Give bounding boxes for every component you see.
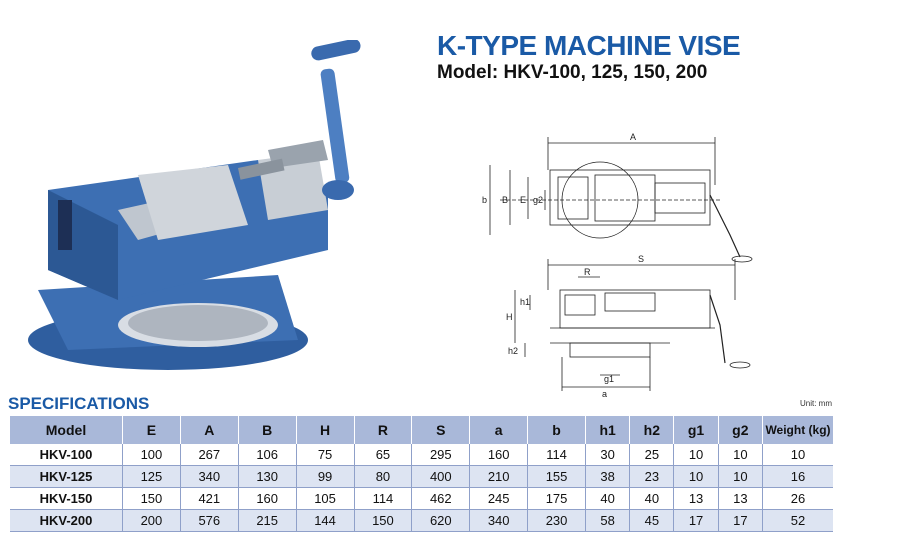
column-header: a <box>469 416 528 444</box>
column-header: S <box>411 416 470 444</box>
table-cell: 125 <box>122 465 181 488</box>
table-row: HKV-200 200 576 215 144 150 620 340 230 … <box>10 509 833 532</box>
table-cell: 45 <box>629 509 674 532</box>
table-cell: 10 <box>717 444 763 466</box>
dim-label-a: a <box>602 389 607 399</box>
specifications-table: Model E A B H R S a b h1 h2 g1 g2 Weight… <box>10 416 833 532</box>
table-cell: 100 <box>122 444 181 466</box>
table-cell: 175 <box>527 487 586 510</box>
column-header: Weight (kg) <box>762 416 833 444</box>
unit-note: Unit: mm <box>800 399 832 408</box>
table-cell: 17 <box>717 509 763 532</box>
dim-label-b: b <box>482 195 487 205</box>
table-cell: 10 <box>673 444 719 466</box>
table-cell: HKV-125 <box>10 465 123 488</box>
table-cell: HKV-200 <box>10 509 123 532</box>
dim-label-E: E <box>520 195 526 205</box>
table-cell: 150 <box>353 509 412 532</box>
table-cell: 106 <box>237 444 297 466</box>
table-cell: 38 <box>584 465 630 488</box>
table-row: HKV-150 150 421 160 105 114 462 245 175 … <box>10 487 833 510</box>
column-header: b <box>527 416 586 444</box>
table-cell: 10 <box>762 444 833 466</box>
dim-label-g2: g2 <box>533 195 543 205</box>
table-cell: HKV-150 <box>10 487 123 510</box>
table-cell: 23 <box>629 465 674 488</box>
table-cell: 25 <box>629 444 674 466</box>
column-header: E <box>122 416 181 444</box>
dim-label-h2: h2 <box>508 346 518 356</box>
table-cell: 215 <box>237 509 297 532</box>
table-cell: 58 <box>584 509 630 532</box>
column-header: g1 <box>673 416 719 444</box>
table-cell: 160 <box>469 444 528 466</box>
table-cell: 245 <box>469 487 528 510</box>
table-cell: 200 <box>122 509 181 532</box>
column-header: B <box>237 416 297 444</box>
table-cell: 52 <box>762 509 833 532</box>
table-cell: 295 <box>411 444 470 466</box>
column-header: g2 <box>717 416 763 444</box>
product-title: K-TYPE MACHINE VISE <box>437 30 741 61</box>
table-cell: 30 <box>584 444 630 466</box>
table-cell: 230 <box>527 509 586 532</box>
table-cell: 13 <box>717 487 763 510</box>
table-cell: 10 <box>717 465 763 488</box>
table-cell: 144 <box>295 509 354 532</box>
table-cell: 576 <box>179 509 239 532</box>
table-row: HKV-100 100 267 106 75 65 295 160 114 30… <box>10 444 833 466</box>
table-cell: 65 <box>353 444 412 466</box>
column-header: H <box>295 416 354 444</box>
column-header: h2 <box>629 416 674 444</box>
table-row: HKV-125 125 340 130 99 80 400 210 155 38… <box>10 465 833 488</box>
table-cell: 17 <box>673 509 719 532</box>
table-cell: 150 <box>122 487 181 510</box>
table-cell: 267 <box>179 444 239 466</box>
vise-photo <box>28 40 361 370</box>
table-cell: 75 <box>295 444 354 466</box>
column-header: h1 <box>584 416 630 444</box>
table-cell: 13 <box>673 487 719 510</box>
table-cell: 620 <box>411 509 470 532</box>
table-cell: 340 <box>179 465 239 488</box>
table-cell: 400 <box>411 465 470 488</box>
model-line: Model: HKV-100, 125, 150, 200 <box>437 62 708 83</box>
table-cell: 160 <box>237 487 297 510</box>
dim-label-S: S <box>638 254 644 264</box>
table-cell: 462 <box>411 487 470 510</box>
dimension-drawing: A b B E g2 S R h1 H h2 g1 a <box>482 132 753 399</box>
column-header: R <box>353 416 412 444</box>
dim-label-A: A <box>630 132 636 142</box>
specifications-heading: SPECIFICATIONS <box>8 394 150 413</box>
column-header: Model <box>10 416 123 444</box>
dim-label-g1: g1 <box>604 374 614 384</box>
table-cell: 210 <box>469 465 528 488</box>
table-header-row: Model E A B H R S a b h1 h2 g1 g2 Weight… <box>10 416 833 444</box>
table-cell: 10 <box>673 465 719 488</box>
dim-label-h1: h1 <box>520 297 530 307</box>
table-cell: 16 <box>762 465 833 488</box>
table-cell: 40 <box>629 487 674 510</box>
table-cell: 421 <box>179 487 239 510</box>
table-cell: 99 <box>295 465 354 488</box>
table-cell: 114 <box>527 444 586 466</box>
dim-label-R: R <box>584 267 591 277</box>
table-cell: 105 <box>295 487 354 510</box>
table-cell: 40 <box>584 487 630 510</box>
table-cell: HKV-100 <box>10 444 123 466</box>
table-cell: 155 <box>527 465 586 488</box>
column-header: A <box>179 416 239 444</box>
dim-label-B: B <box>502 195 508 205</box>
table-cell: 340 <box>469 509 528 532</box>
table-cell: 26 <box>762 487 833 510</box>
table-cell: 80 <box>353 465 412 488</box>
table-cell: 114 <box>353 487 412 510</box>
dim-label-H: H <box>506 312 513 322</box>
table-cell: 130 <box>237 465 297 488</box>
